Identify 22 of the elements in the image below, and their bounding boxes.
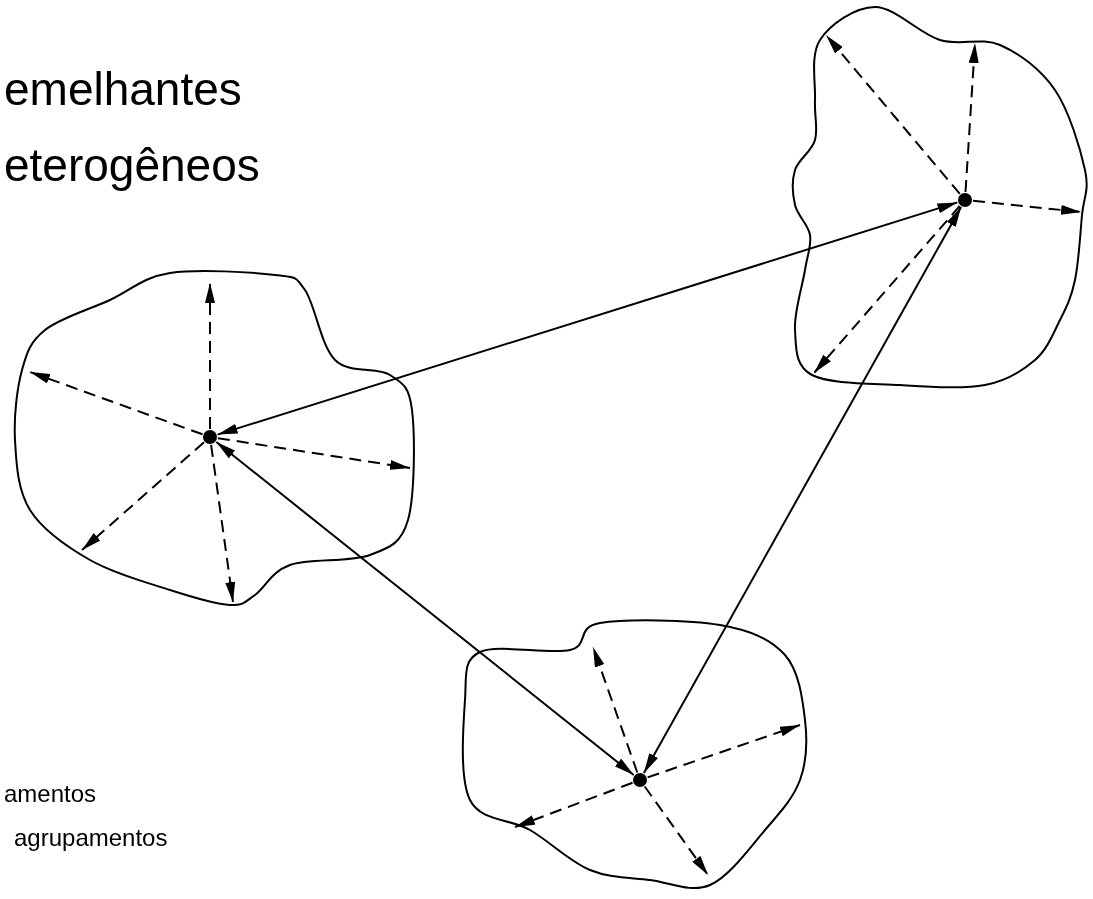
dashed-arrow [646,724,801,779]
dashed-arrow [964,42,979,193]
caption-text: amentos [4,782,97,806]
double-arrow [642,206,963,774]
dashed-arrow [972,199,1082,215]
center-dot [633,773,647,787]
center-dot [203,430,217,444]
double-arrow [215,441,635,776]
caption-text: agrupamentos [14,826,168,850]
dashed-arrow [813,205,961,374]
heading-text: emelhantes [4,66,242,112]
double-arrow [216,201,959,436]
dashed-arrow [81,441,205,551]
dashed-arrow [210,443,236,603]
dashed-arrow [643,785,709,876]
center-dot [958,193,972,207]
dashed-arrow [592,646,639,774]
dashed-arrow [514,781,634,828]
dashed-arrow [29,371,204,436]
dashed-arrow [216,437,411,470]
dashed-arrow [205,282,215,430]
dashed-arrow [825,34,961,195]
